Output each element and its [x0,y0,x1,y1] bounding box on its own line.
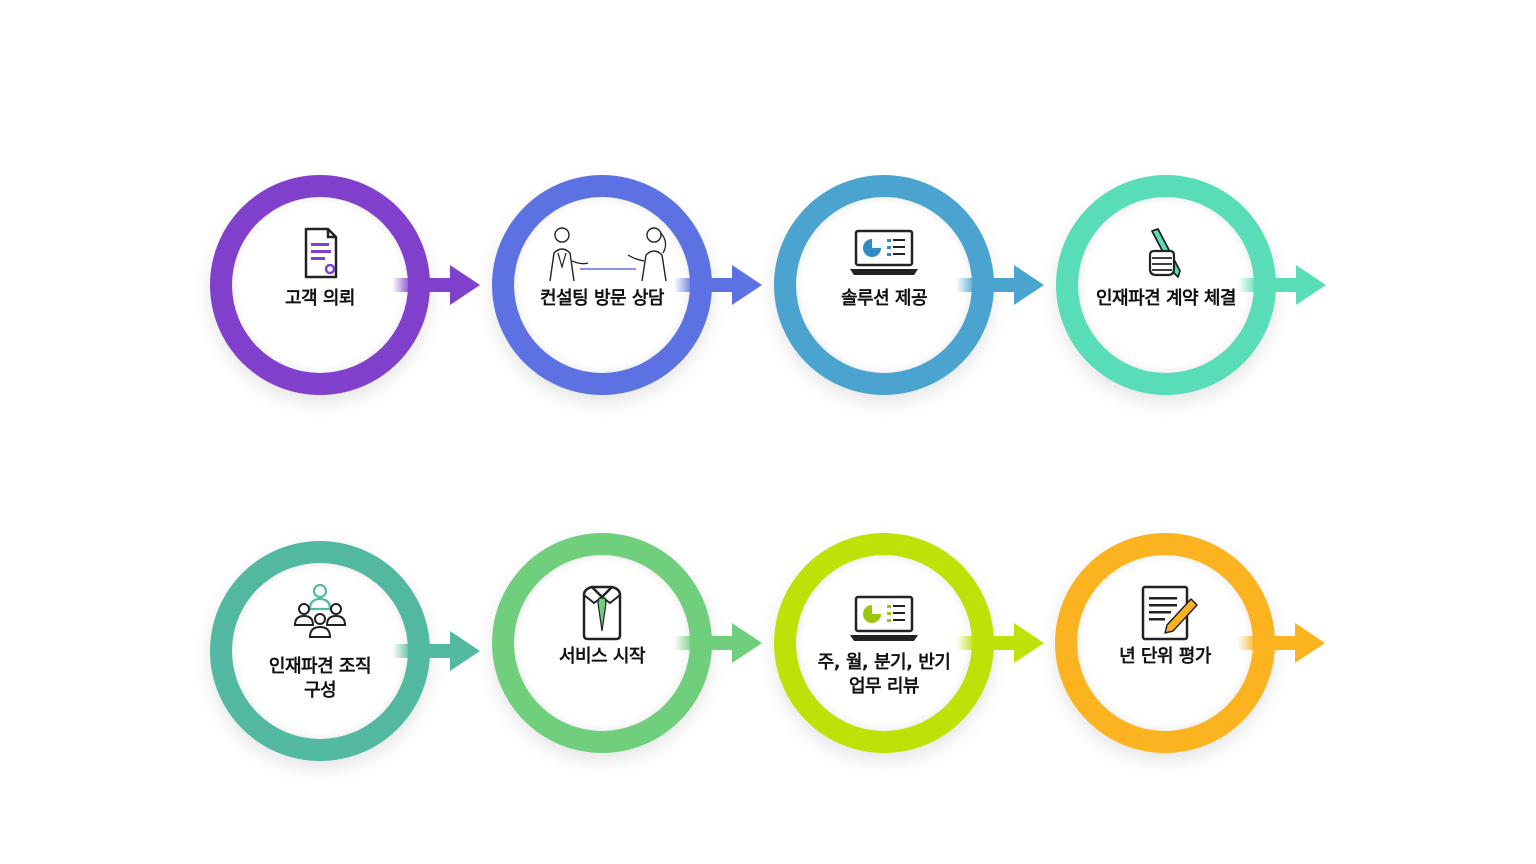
process-step-7: 주, 월, 분기, 반기 업무 리뷰 [774,533,1044,763]
step-circle [1078,197,1254,373]
laptop-chart-icon [850,229,918,275]
team-icon [293,583,347,638]
step-label: 서비스 시작 [558,646,646,667]
process-step-1: 고객 의뢰 [210,175,480,405]
step-label: 년 단위 평가 [1119,646,1211,667]
process-step-6: 서비스 시작 [492,533,762,763]
document-icon [304,227,338,279]
step-circle [796,555,972,731]
step-label: 컨설팅 방문 상담 [540,288,664,309]
shirt-tie-icon [582,585,622,641]
arrow-right-icon [392,265,480,305]
step-label: 인재파견 계약 체결 [1095,288,1237,309]
step-circle [514,197,690,373]
step-label: 솔루션 제공 [840,288,928,309]
step-circle [1077,555,1253,731]
arrow-right-icon [1237,623,1325,663]
step-circle [232,197,408,373]
process-step-4: 인재파견 계약 체결 [1056,175,1326,405]
evaluation-pencil-icon [1141,585,1198,641]
laptop-chart-icon [850,595,918,641]
process-step-8: 년 단위 평가 [1055,533,1325,763]
step-label: 주, 월, 분기, 반기 업무 리뷰 [817,652,951,697]
hand-pen-icon [1148,228,1181,278]
arrow-right-icon [392,631,480,671]
arrow-right-icon [674,265,762,305]
meeting-icon [549,227,667,282]
step-circle [796,197,972,373]
process-step-5: 인재파견 조직 구성 [210,541,480,771]
step-label: 인재파견 조직 구성 [268,656,372,701]
arrow-right-icon [956,623,1044,663]
arrow-right-icon [674,623,762,663]
process-step-3: 솔루션 제공 [774,175,1044,405]
process-step-2: 컨설팅 방문 상담 [492,175,762,405]
arrow-right-icon [1238,265,1326,305]
arrow-right-icon [956,265,1044,305]
step-label: 고객 의뢰 [284,288,356,309]
step-circle [514,555,690,731]
